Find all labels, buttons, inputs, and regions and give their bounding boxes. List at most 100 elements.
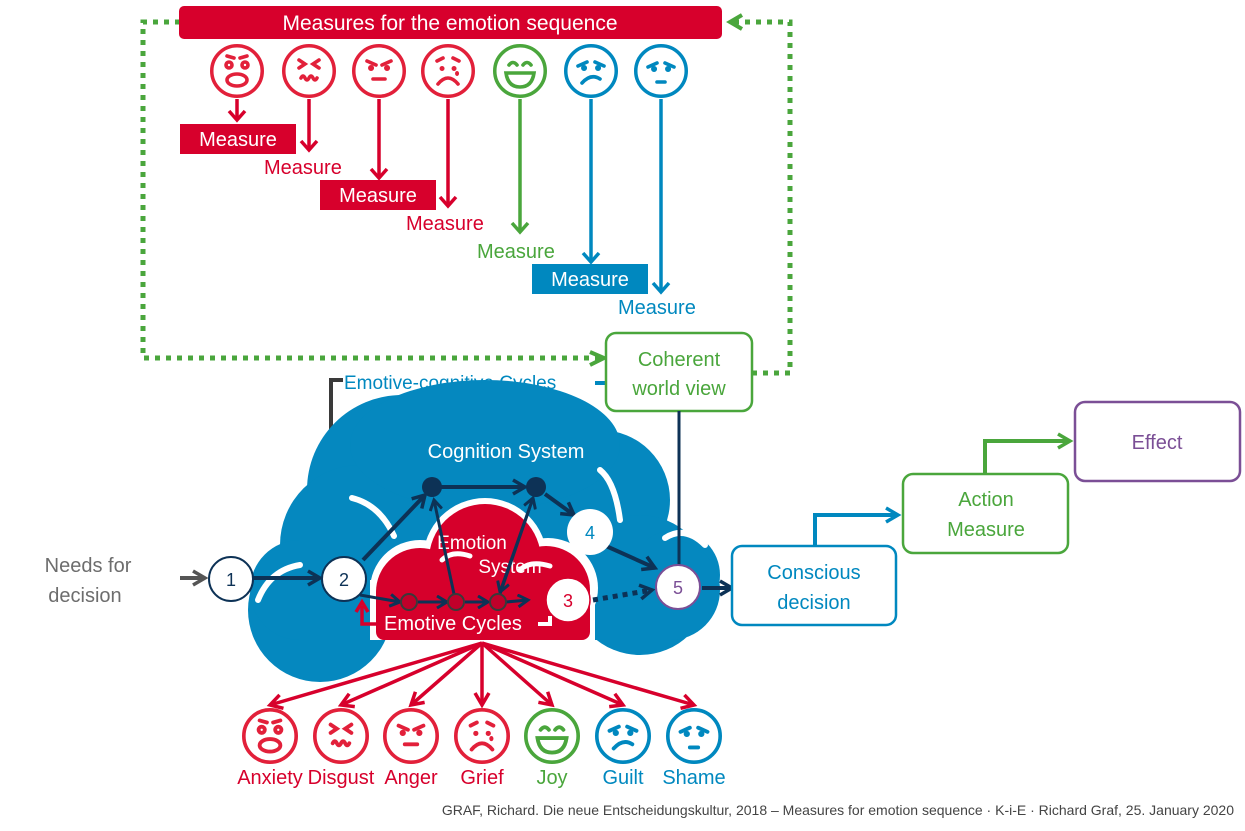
node-5: 5: [655, 564, 701, 610]
cognition-cloud: Cognition System: [248, 380, 720, 682]
fan-arrow: [337, 641, 483, 709]
emotive-cycles: Emotive Cycles: [354, 598, 552, 635]
cognition-dot-b: [526, 477, 546, 497]
node-4: 4: [567, 509, 613, 555]
node-2-label: 2: [339, 570, 349, 590]
anger-face-icon: [352, 43, 407, 98]
measure-label: Measure: [551, 269, 629, 291]
measure-arrow-head: [510, 221, 530, 235]
shame-face-icon: [634, 43, 689, 98]
arrow-2-to-e1: [359, 595, 400, 602]
measure-label: Measure: [199, 129, 277, 151]
fan-arrow: [408, 641, 484, 708]
fan-arrow: [480, 641, 555, 708]
emotion-fan-arrows: [266, 641, 698, 711]
emotion-grief: Grief: [454, 708, 511, 789]
fan-arrow: [266, 641, 483, 711]
conscious-line2: decision: [777, 592, 850, 614]
arrow-cog-b-to-e3: [500, 497, 535, 592]
measure-arrow-head: [581, 251, 601, 265]
measure-badge: [320, 180, 436, 210]
emotion-label: Shame: [662, 767, 725, 789]
arrow-2-to-cog-a: [361, 492, 428, 562]
cognition-system-label: Cognition System: [428, 441, 585, 463]
emotion-label: Joy: [536, 767, 567, 789]
emotion-anxiety: Anxiety: [237, 708, 303, 789]
emotive-cycles-label: Emotive Cycles: [384, 613, 522, 635]
emotion-label: Anxiety: [237, 767, 303, 789]
feedback-arrow-head: [589, 350, 609, 367]
guilt-face-icon: [595, 708, 652, 765]
coherent-line2: world view: [631, 378, 726, 400]
needs-line2: decision: [48, 585, 121, 607]
node-5-label: 5: [673, 578, 683, 598]
emotion-joy: Joy: [524, 708, 581, 789]
arrow-cog-b-to-4: [543, 492, 577, 518]
fan-arrow: [481, 641, 698, 711]
joy-face-icon: [493, 43, 548, 98]
arrow-e3-out: [505, 600, 528, 602]
emotion-dot-2: [447, 593, 465, 611]
emotion-shame: Shame: [662, 708, 726, 789]
measure-badge: [532, 264, 648, 294]
emotion-disgust: Disgust: [308, 708, 375, 789]
top-emotion-faces: [210, 43, 689, 98]
feedback-arrow-head-top: [726, 13, 744, 31]
measure-arrow-head: [227, 109, 247, 123]
effect-box: Effect: [1073, 400, 1242, 483]
measure-item: Measure: [264, 99, 342, 179]
measure-arrow-head: [438, 195, 458, 209]
measure-label: Measure: [406, 213, 484, 235]
measure-badge: [180, 124, 296, 154]
coherent-world-view-box: Coherent world view: [604, 331, 754, 413]
anxiety-face-icon: [210, 43, 265, 98]
emotion-dot-3: [489, 593, 507, 611]
anxiety-face-icon: [242, 708, 299, 765]
action-measure-box: Action Measure: [901, 472, 1070, 555]
measure-item: Measure: [532, 99, 648, 294]
feedback-loop: [140, 13, 793, 376]
node-1-label: 1: [226, 570, 236, 590]
measure-item: Measure: [618, 99, 696, 319]
feedback-loop-right: [734, 19, 793, 376]
footer-citation: GRAF, Richard. Die neue Entscheidungskul…: [442, 802, 1234, 818]
shame-face-icon: [666, 708, 723, 765]
needs-for-decision: Needs for decision: [45, 555, 132, 607]
node-3-label: 3: [563, 591, 573, 611]
title-text: Measures for the emotion sequence: [282, 12, 617, 35]
effect-label: Effect: [1132, 432, 1183, 454]
node-4-label: 4: [585, 523, 595, 543]
emotion-label: Disgust: [308, 767, 375, 789]
action-line2: Measure: [947, 519, 1025, 541]
disgust-face-icon: [313, 708, 370, 765]
emotion-guilt: Guilt: [595, 708, 652, 789]
measure-label: Measure: [264, 157, 342, 179]
emotion-dot-1: [400, 593, 418, 611]
arrow-e2-to-cog-a: [434, 500, 456, 595]
needs-line1: Needs for: [45, 555, 132, 577]
grief-face-icon: [421, 43, 476, 98]
fan-arrow: [481, 641, 627, 709]
action-line1: Action: [958, 489, 1014, 511]
measure-label: Measure: [477, 241, 555, 263]
joy-face-icon: [524, 708, 581, 765]
process-arrows: [180, 411, 736, 602]
node-1: 1: [208, 556, 254, 602]
measure-label: Measure: [339, 185, 417, 207]
emotion-label: Guilt: [602, 767, 644, 789]
node-3: 3: [545, 577, 591, 623]
anger-face-icon: [383, 708, 440, 765]
cognition-dot-a: [422, 477, 442, 497]
arrow-conscious-to-action: [813, 506, 902, 546]
coherent-line1: Coherent: [638, 349, 721, 371]
measure-item: Measure: [477, 99, 555, 263]
emotion-label: Grief: [460, 767, 504, 789]
measure-label: Measure: [618, 297, 696, 319]
emotion-anger: Anger: [383, 708, 440, 789]
emotion-system-label-1: Emotion: [437, 533, 507, 554]
measure-item: Measure: [406, 99, 484, 235]
conscious-decision-box: Conscious decision: [730, 544, 898, 627]
guilt-face-icon: [564, 43, 619, 98]
